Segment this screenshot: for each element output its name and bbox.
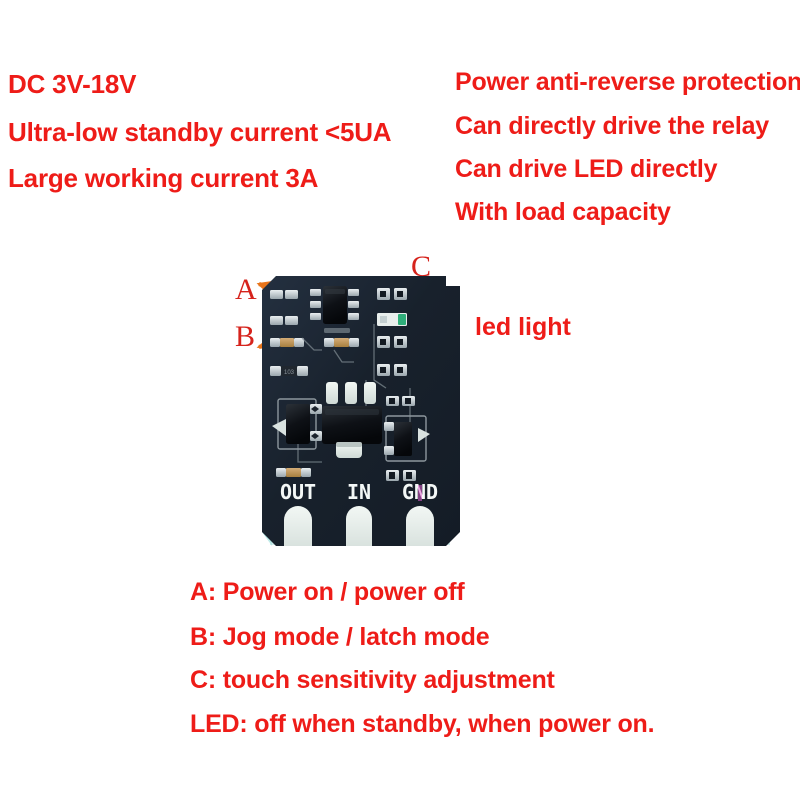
solder-pad-in bbox=[346, 506, 372, 546]
smd-resistor-lower-left bbox=[276, 468, 311, 477]
solder-pad-out bbox=[284, 506, 312, 546]
smd-group-top-left: 103 bbox=[270, 290, 308, 376]
smd-group-right-mid bbox=[384, 396, 430, 481]
svg-text:103: 103 bbox=[284, 370, 295, 376]
led-indicator-group bbox=[377, 288, 407, 376]
spec-right-line-2: Can directly drive the relay bbox=[455, 112, 769, 140]
pad-label-group: OUT IN GND bbox=[280, 480, 438, 504]
pcb-board-photo: 103 bbox=[262, 276, 460, 546]
callout-label-c: C bbox=[411, 250, 432, 283]
spec-left-line-1: DC 3V-18V bbox=[8, 69, 137, 99]
ic-sot23-top-center bbox=[310, 286, 359, 333]
spec-right-line-4: With load capacity bbox=[455, 198, 671, 226]
legend-line-led: LED: off when standby, when power on. bbox=[190, 710, 655, 738]
callout-label-a: A bbox=[235, 273, 257, 306]
led-light-label: led light bbox=[475, 313, 571, 341]
smd-resistor-center bbox=[324, 338, 359, 347]
legend-line-b: B: Jog mode / latch mode bbox=[190, 623, 490, 651]
through-pad-group-mid bbox=[326, 382, 376, 404]
pad-label-in: IN bbox=[347, 480, 371, 504]
solder-pad-gnd bbox=[406, 506, 434, 546]
solder-pad-group bbox=[284, 506, 434, 546]
spec-left-line-2: Ultra-low standby current <5UA bbox=[8, 117, 392, 147]
legend-line-a: A: Power on / power off bbox=[190, 578, 465, 606]
pad-label-out: OUT bbox=[280, 480, 316, 504]
spec-right-line-1: Power anti-reverse protection bbox=[455, 68, 800, 96]
spec-left-line-3: Large working current 3A bbox=[8, 163, 319, 193]
spec-right-line-3: Can drive LED directly bbox=[455, 155, 718, 183]
transistor-lower-left bbox=[272, 398, 322, 450]
callout-label-b: B bbox=[235, 320, 256, 353]
ic-main-center bbox=[322, 406, 382, 458]
legend-line-c: C: touch sensitivity adjustment bbox=[190, 666, 555, 694]
